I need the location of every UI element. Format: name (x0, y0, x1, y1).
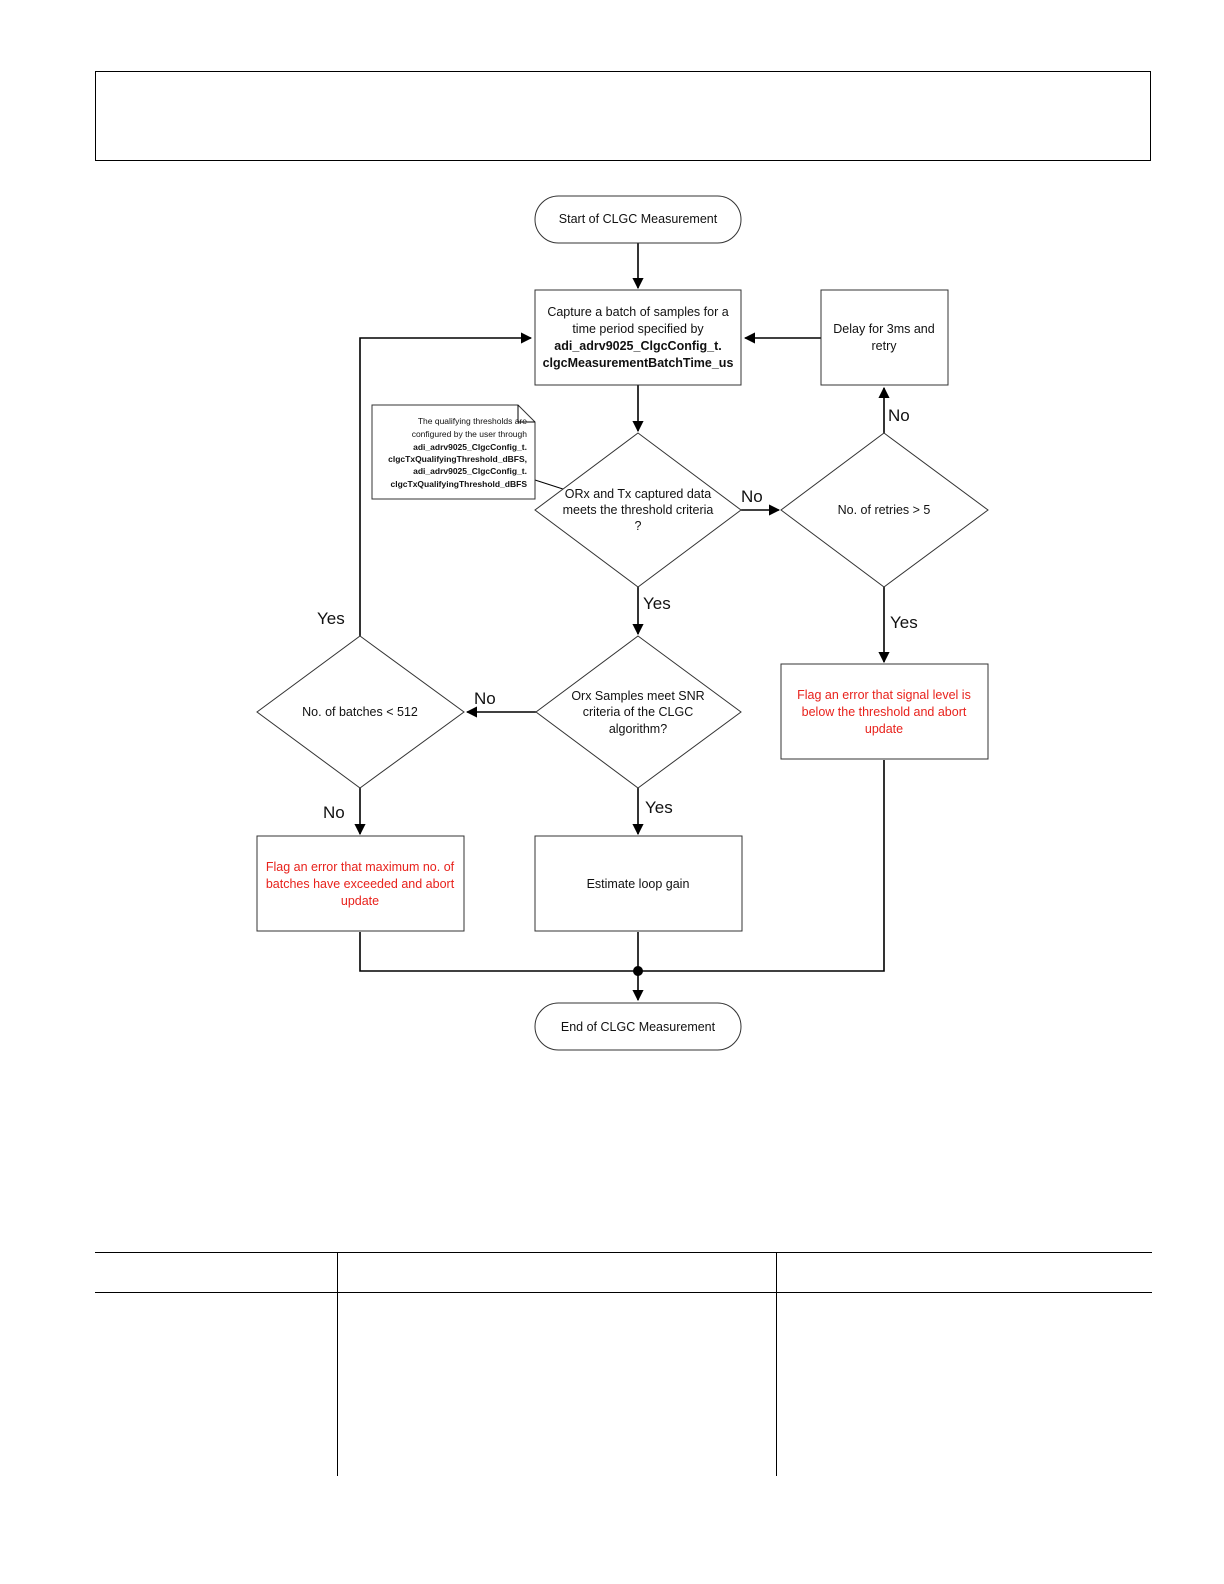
capture-line-1: Capture a batch of samples for a (547, 305, 728, 319)
label-yes-retries: Yes (890, 613, 918, 632)
capture-line-4: clgcMeasurementBatchTime_us (543, 356, 734, 370)
page-header-box (95, 71, 1151, 161)
capture-node: Capture a batch of samples for a time pe… (534, 289, 742, 386)
capture-line-2: time period specified by (572, 322, 704, 336)
merge-line (359, 760, 885, 972)
snr-line-3: algorithm? (609, 722, 667, 736)
label-no-snr: No (474, 689, 496, 708)
snr-line-2: criteria of the CLGC (583, 705, 693, 719)
error-signal-line-2: below the threshold and abort (802, 705, 967, 719)
delay-line-1: Delay for 3ms and (833, 322, 934, 336)
retries-decision: No. of retries > 5 (780, 432, 989, 588)
batches-label: No. of batches < 512 (302, 705, 418, 719)
label-no-batches: No (323, 803, 345, 822)
threshold-line-3: ? (635, 519, 642, 533)
error-batches-line-3: update (341, 894, 379, 908)
snr-line-1: Orx Samples meet SNR (571, 689, 704, 703)
estimate-node: Estimate loop gain (534, 835, 743, 932)
table-header-rule (95, 1292, 1152, 1293)
note-line-5: adi_adrv9025_ClgcConfig_t. (413, 466, 527, 476)
threshold-line-2: meets the threshold criteria (563, 503, 714, 517)
merge-junction-dot (633, 966, 643, 976)
start-label: Start of CLGC Measurement (559, 212, 718, 226)
end-node: End of CLGC Measurement (534, 1002, 742, 1051)
error-signal-node: Flag an error that signal level is below… (780, 663, 989, 760)
note-line-6: clgcTxQualifyingThreshold_dBFS (391, 479, 528, 489)
snr-decision: Orx Samples meet SNR criteria of the CLG… (535, 635, 742, 789)
label-yes-threshold: Yes (643, 594, 671, 613)
label-yes-batches: Yes (317, 609, 345, 628)
label-no-threshold: No (741, 487, 763, 506)
note-line-2: configured by the user through (412, 429, 528, 439)
capture-line-3: adi_adrv9025_ClgcConfig_t. (554, 339, 721, 353)
error-signal-line-1: Flag an error that signal level is (797, 688, 971, 702)
estimate-label: Estimate loop gain (587, 877, 690, 891)
end-label: End of CLGC Measurement (561, 1020, 716, 1034)
delay-line-2: retry (872, 339, 898, 353)
error-batches-line-2: batches have exceeded and abort (266, 877, 455, 891)
threshold-line-1: ORx and Tx captured data (565, 487, 711, 501)
error-batches-line-1: Flag an error that maximum no. of (266, 860, 455, 874)
note-connector-line (534, 479, 567, 491)
batches-decision: No. of batches < 512 (256, 635, 465, 789)
label-no-retries: No (888, 406, 910, 425)
table-top-rule (95, 1252, 1152, 1253)
error-signal-line-3: update (865, 722, 903, 736)
note-line-1: The qualifying thresholds are (418, 416, 527, 426)
threshold-note: The qualifying thresholds are configured… (371, 404, 536, 500)
note-line-3: adi_adrv9025_ClgcConfig_t. (413, 442, 527, 452)
threshold-decision: ORx and Tx captured data meets the thres… (534, 432, 742, 588)
connectors (354, 243, 890, 1002)
error-batches-node: Flag an error that maximum no. of batche… (256, 835, 465, 932)
table-column-divider-1 (337, 1252, 338, 1476)
retries-label: No. of retries > 5 (838, 503, 931, 517)
label-yes-snr: Yes (645, 798, 673, 817)
branch-labels: No No Yes Yes Yes No No Yes (317, 406, 918, 822)
table-column-divider-2 (776, 1252, 777, 1476)
delay-node: Delay for 3ms and retry (820, 289, 949, 386)
bottom-table-frame (95, 1252, 1152, 1476)
start-node: Start of CLGC Measurement (534, 195, 742, 244)
note-line-4: clgcTxQualifyingThreshold_dBFS, (388, 454, 527, 464)
arrow-batches-yes-to-capture (359, 332, 533, 636)
